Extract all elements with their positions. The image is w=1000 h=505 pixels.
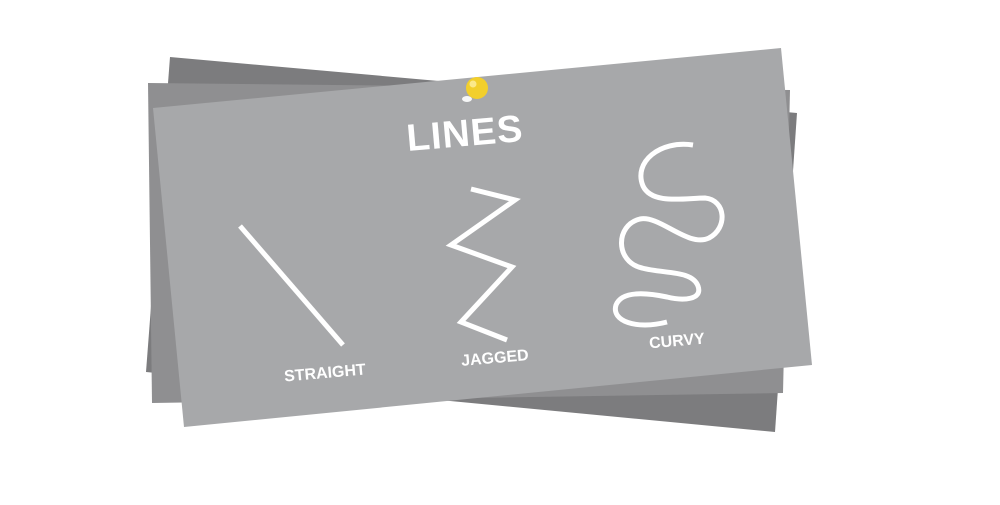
straight-line-icon xyxy=(238,224,345,347)
jagged-line-icon xyxy=(445,186,521,343)
card-front xyxy=(153,48,812,427)
pushpin-icon xyxy=(462,77,488,102)
curvy-line-icon xyxy=(612,141,725,328)
